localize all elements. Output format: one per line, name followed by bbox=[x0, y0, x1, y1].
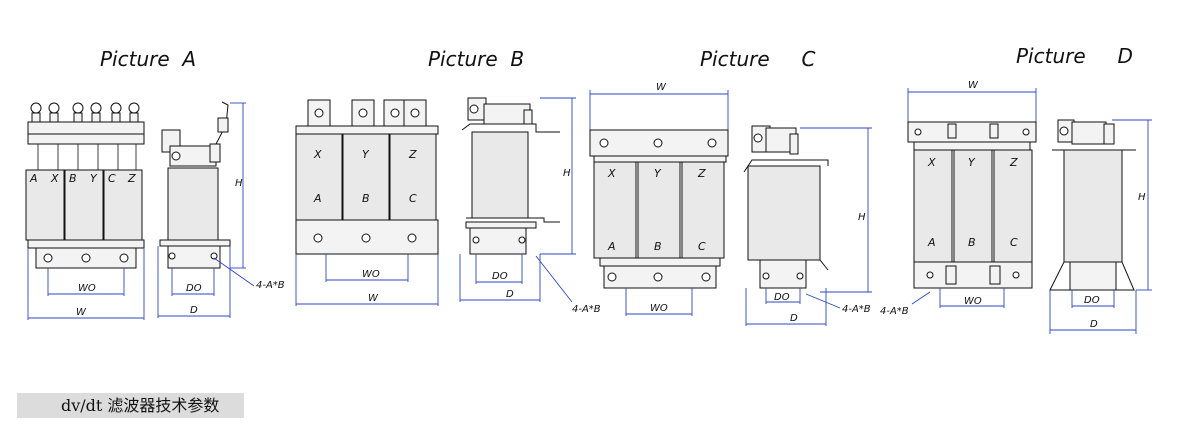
coil-label: C bbox=[108, 172, 116, 185]
dim-w: W bbox=[968, 80, 979, 91]
dim-w0: WO bbox=[362, 269, 380, 280]
dim-w0: WO bbox=[78, 283, 96, 294]
coil-label: X bbox=[50, 172, 59, 185]
coil-label: Y bbox=[968, 156, 976, 169]
picture-b: Picture B X Y Z A B C WO W bbox=[295, 47, 601, 315]
coil-label: A bbox=[29, 172, 38, 185]
coil-label: Y bbox=[654, 167, 662, 180]
coil-label: A bbox=[313, 192, 322, 205]
coil-label: A bbox=[927, 236, 936, 249]
picture-d-front-view: W X Y Z A B C WO 4-A*B bbox=[880, 80, 1037, 317]
coil-label: B bbox=[654, 240, 662, 253]
dim-d0: DO bbox=[774, 292, 790, 303]
picture-b-side-view: H DO D 4-A*B bbox=[459, 97, 601, 315]
coil-label: B bbox=[69, 172, 77, 185]
dim-w0: WO bbox=[650, 303, 668, 314]
dim-w: W bbox=[76, 307, 87, 318]
dim-w: W bbox=[656, 82, 667, 93]
coil-label: X bbox=[313, 148, 322, 161]
coil-label: C bbox=[1010, 236, 1018, 249]
picture-c: Picture C W X Y Z A B C WO bbox=[589, 47, 872, 326]
dim-holes: 4-A*B bbox=[572, 304, 601, 315]
dim-h: H bbox=[1138, 192, 1146, 203]
dim-holes: 4-A*B bbox=[842, 304, 871, 315]
picture-d-side-view: H DO D bbox=[1049, 119, 1152, 334]
picture-d-title: Picture D bbox=[1016, 44, 1133, 68]
picture-c-front-view: W X Y Z A B C WO bbox=[589, 82, 729, 316]
picture-b-front-view: X Y Z A B C WO W bbox=[295, 99, 439, 306]
coil-label: Z bbox=[697, 167, 706, 180]
coil-label: Z bbox=[1009, 156, 1018, 169]
coil-label: C bbox=[698, 240, 706, 253]
dim-d: D bbox=[790, 313, 798, 324]
coil-label: X bbox=[607, 167, 616, 180]
dim-d0: DO bbox=[186, 283, 202, 294]
picture-d: Picture D W X Y Z A B C WO 4-A* bbox=[880, 44, 1152, 334]
dim-d: D bbox=[190, 305, 198, 316]
section-caption: dv/dt 滤波器技术参数 bbox=[17, 393, 244, 418]
dim-d: D bbox=[1090, 319, 1098, 330]
dim-d: D bbox=[506, 289, 514, 300]
picture-c-title: Picture C bbox=[700, 47, 815, 71]
picture-b-title: Picture B bbox=[428, 47, 524, 71]
dim-h: H bbox=[235, 178, 243, 189]
coil-label: A bbox=[607, 240, 616, 253]
dim-h: H bbox=[563, 168, 571, 179]
picture-a: Picture A A X B Y C bbox=[25, 47, 285, 320]
picture-c-side-view: H DO D 4-A*B bbox=[743, 125, 872, 326]
dim-d0: DO bbox=[492, 271, 508, 282]
coil-label: C bbox=[409, 192, 417, 205]
coil-label: B bbox=[968, 236, 976, 249]
dim-d0: DO bbox=[1084, 295, 1100, 306]
dim-holes: 4-A*B bbox=[880, 306, 909, 317]
coil-label: X bbox=[927, 156, 936, 169]
coil-label: Y bbox=[90, 172, 98, 185]
picture-a-front-view: A X B Y C Z WO W bbox=[25, 102, 145, 320]
dim-w: W bbox=[368, 293, 379, 304]
picture-a-side-view: H DO D 4-A*B bbox=[157, 101, 285, 318]
coil-label: Y bbox=[362, 148, 370, 161]
picture-a-title: Picture A bbox=[100, 47, 196, 71]
coil-label: Z bbox=[127, 172, 136, 185]
dim-w0: WO bbox=[964, 296, 982, 307]
dim-holes: 4-A*B bbox=[256, 280, 285, 291]
coil-label: Z bbox=[408, 148, 417, 161]
coil-label: B bbox=[362, 192, 370, 205]
dim-h: H bbox=[858, 212, 866, 223]
